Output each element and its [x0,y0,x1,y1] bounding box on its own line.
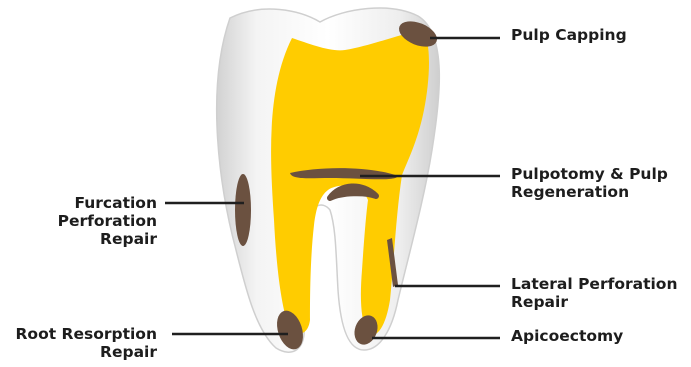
pulp-regeneration-arc [330,186,376,198]
label-lateral-perforation: Lateral Perforation Repair [511,275,678,311]
label-pulpotomy-line2: Regeneration [511,183,668,201]
label-furcation-line2: Perforation [58,212,157,230]
furcation-perforation-site [235,174,251,246]
label-furcation-line3: Repair [58,230,157,248]
label-furcation: Furcation Perforation Repair [58,194,157,248]
label-lateral-perforation-line2: Repair [511,293,678,311]
label-root-resorption: Root Resorption Repair [15,325,157,361]
label-pulpotomy-line1: Pulpotomy & Pulp [511,165,668,183]
label-pulpotomy: Pulpotomy & Pulp Regeneration [511,165,668,201]
label-root-resorption-line2: Repair [15,343,157,361]
label-furcation-line1: Furcation [58,194,157,212]
label-apicoectomy-line1: Apicoectomy [511,327,623,345]
label-pulp-capping: Pulp Capping [511,26,627,44]
label-pulp-capping-line1: Pulp Capping [511,26,627,44]
label-root-resorption-line1: Root Resorption [15,325,157,343]
label-apicoectomy: Apicoectomy [511,327,623,345]
label-lateral-perforation-line1: Lateral Perforation [511,275,678,293]
